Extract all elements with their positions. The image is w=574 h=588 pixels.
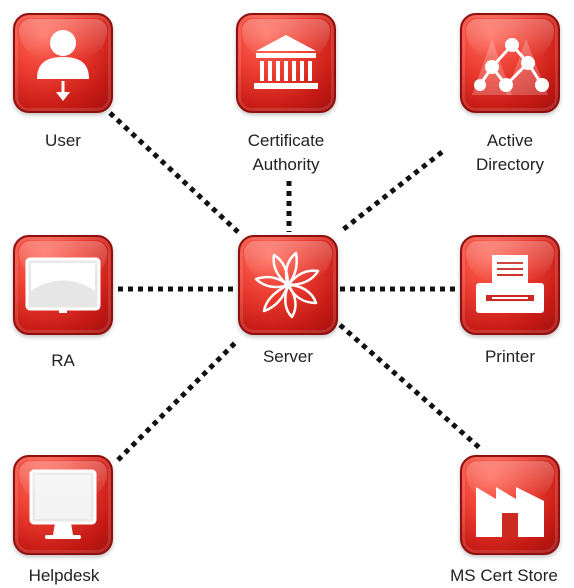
network-graph-icon [472, 38, 549, 95]
ra-node-tile[interactable] [13, 235, 113, 335]
monitor-icon [25, 257, 101, 313]
server-node-label: Server [262, 347, 314, 366]
server-node-tile[interactable] [238, 235, 338, 335]
connector-ad-server [338, 150, 444, 234]
user-node-tile[interactable] [13, 13, 113, 113]
ms-cert-store-node-tile[interactable] [460, 455, 560, 555]
user-node-label: User [45, 131, 81, 150]
active-directory-node-label: Active Directory [475, 131, 544, 174]
printer-icon [476, 255, 544, 313]
ra-node-label: RA [51, 351, 75, 370]
ms-cert-store-node-label: MS Cert Store [450, 566, 558, 585]
connector-helpdesk-server [116, 338, 240, 462]
helpdesk-node-tile[interactable] [13, 455, 113, 555]
printer-node-label: Printer [484, 347, 536, 366]
factory-icon [476, 487, 544, 537]
certificate-authority-node-label: Certificate Authority [247, 131, 325, 174]
helpdesk-node-label: Helpdesk [28, 566, 100, 585]
pinwheel-icon [254, 251, 320, 319]
active-directory-node-tile[interactable] [460, 13, 560, 113]
building-columns-icon [254, 35, 318, 89]
connector-mscertstore-server [338, 323, 484, 452]
monitor-icon [29, 469, 97, 539]
printer-node-tile[interactable] [460, 235, 560, 335]
certificate-authority-node-tile[interactable] [236, 13, 336, 113]
user-download-icon [37, 30, 89, 101]
